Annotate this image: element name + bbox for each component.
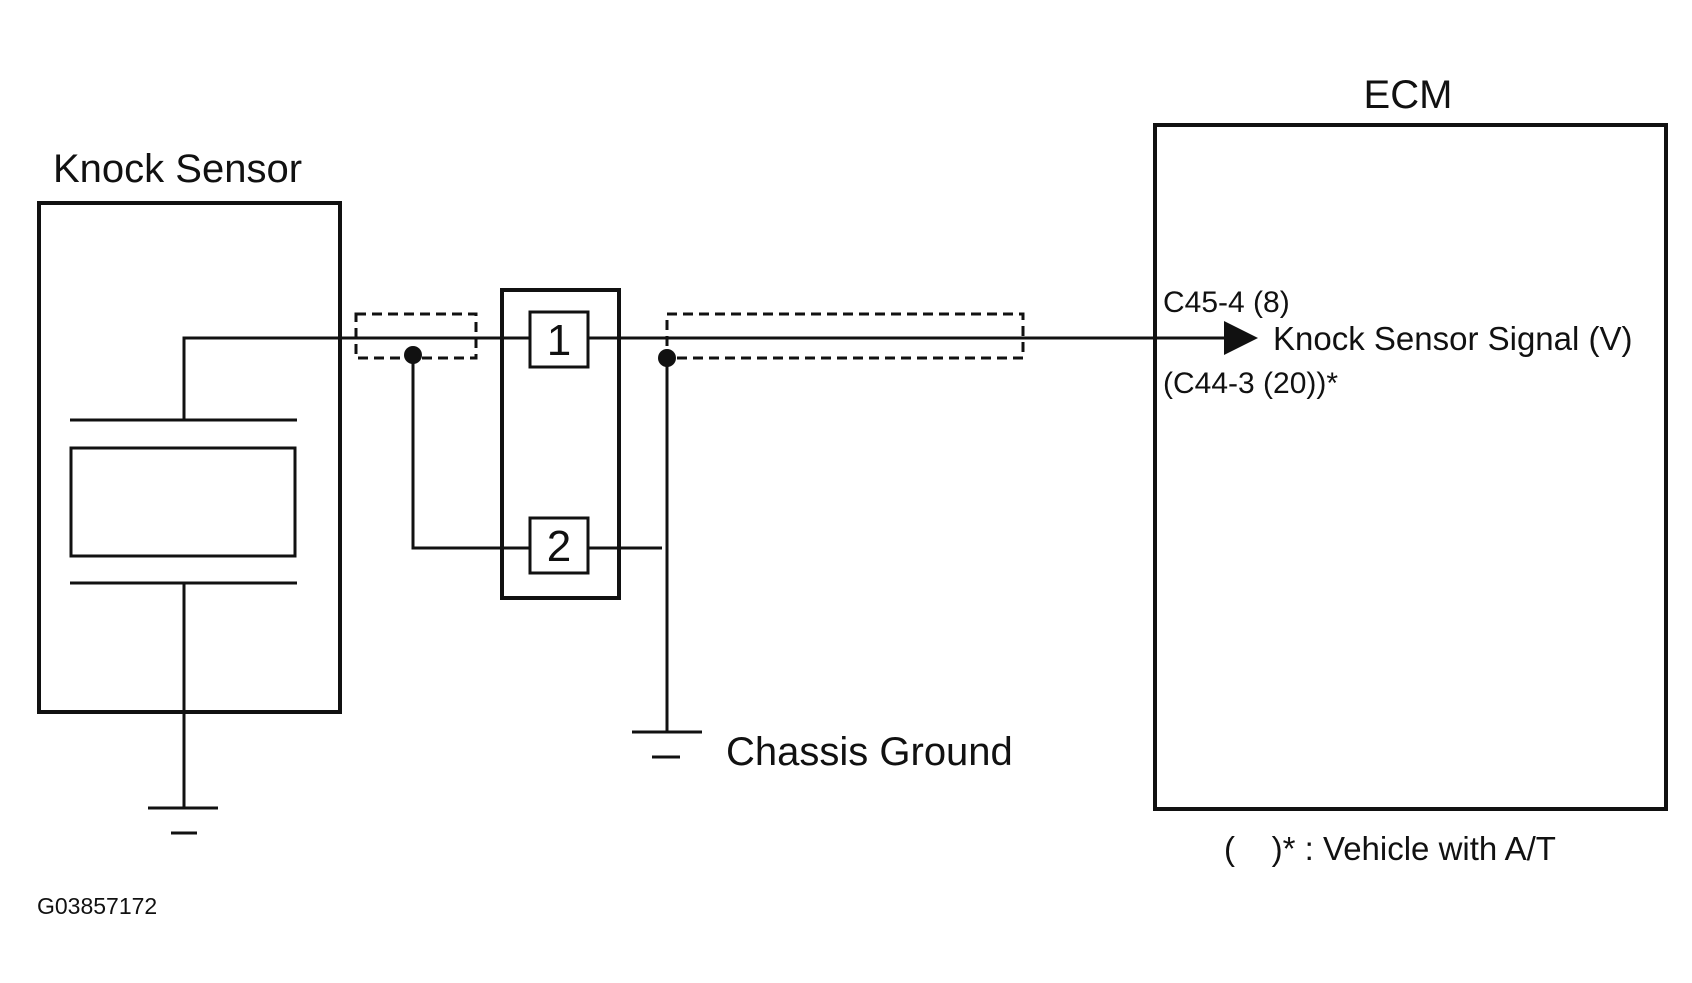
knock-sensor-title: Knock Sensor xyxy=(53,147,302,191)
piezo-element xyxy=(69,446,297,558)
ecm-terminal-alt: (C44-3 (20))* xyxy=(1163,367,1338,400)
connector-pin-2 xyxy=(528,516,590,575)
knock-sensor-box xyxy=(37,201,342,714)
connector-body xyxy=(500,288,621,600)
knock-signal-label: Knock Sensor Signal (V) xyxy=(1273,320,1633,357)
connector-pin-2-label: 2 xyxy=(547,522,571,571)
shield-segment-right xyxy=(665,312,1025,360)
signal-arrow xyxy=(1224,321,1258,355)
ecm-box xyxy=(1153,123,1668,811)
shield-drain-wire-left xyxy=(411,355,530,550)
footnote: ( )* : Vehicle with A/T xyxy=(1224,830,1556,867)
ecm-title: ECM xyxy=(1364,73,1453,117)
sensor-signal-wire xyxy=(182,336,530,420)
ecm-terminal: C45-4 (8) xyxy=(1163,286,1290,319)
figure-id: G03857172 xyxy=(37,893,157,919)
connector-pin-1-label: 1 xyxy=(547,316,571,365)
chassis-ground-label: Chassis Ground xyxy=(726,730,1013,774)
